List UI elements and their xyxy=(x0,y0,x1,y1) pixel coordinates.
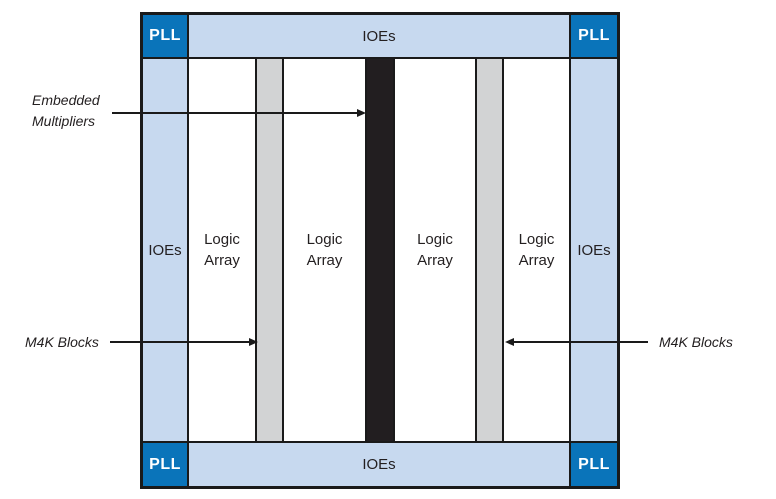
logic-array-column-2: Logic Array xyxy=(283,58,366,442)
logic-array-column-3: Logic Array xyxy=(394,58,476,442)
arrowhead-right-icon xyxy=(249,337,258,346)
m4k-block-column-left xyxy=(256,58,283,442)
pll-block-bottom-left: PLL xyxy=(142,442,188,487)
ioe-strip-bottom: IOEs xyxy=(188,442,570,487)
m4k-blocks-right-arrow xyxy=(514,341,648,343)
logic-array-column-4: Logic Array xyxy=(503,58,570,442)
ioe-strip-right: IOEs xyxy=(570,58,618,442)
m4k-block-column-right xyxy=(476,58,503,442)
pll-block-top-right: PLL xyxy=(570,14,618,58)
logic-array-column-1: Logic Array xyxy=(188,58,256,442)
pll-block-bottom-right: PLL xyxy=(570,442,618,487)
embedded-multiplier-column xyxy=(366,58,394,442)
m4k-blocks-right-label: M4K Blocks xyxy=(659,334,733,350)
arrowhead-left-icon xyxy=(505,337,514,346)
ioe-strip-left: IOEs xyxy=(142,58,188,442)
ioe-strip-top: IOEs xyxy=(188,14,570,58)
embedded-multipliers-label: Embedded Multipliers xyxy=(32,92,100,129)
arrowhead-right-icon xyxy=(357,108,366,117)
m4k-blocks-left-arrow xyxy=(110,341,250,343)
device-floorplan: PLL IOEs PLL IOEs Logic Array Logic Arra… xyxy=(140,12,620,489)
pll-block-top-left: PLL xyxy=(142,14,188,58)
embedded-multipliers-arrow xyxy=(112,112,358,114)
m4k-blocks-left-label: M4K Blocks xyxy=(25,334,99,350)
